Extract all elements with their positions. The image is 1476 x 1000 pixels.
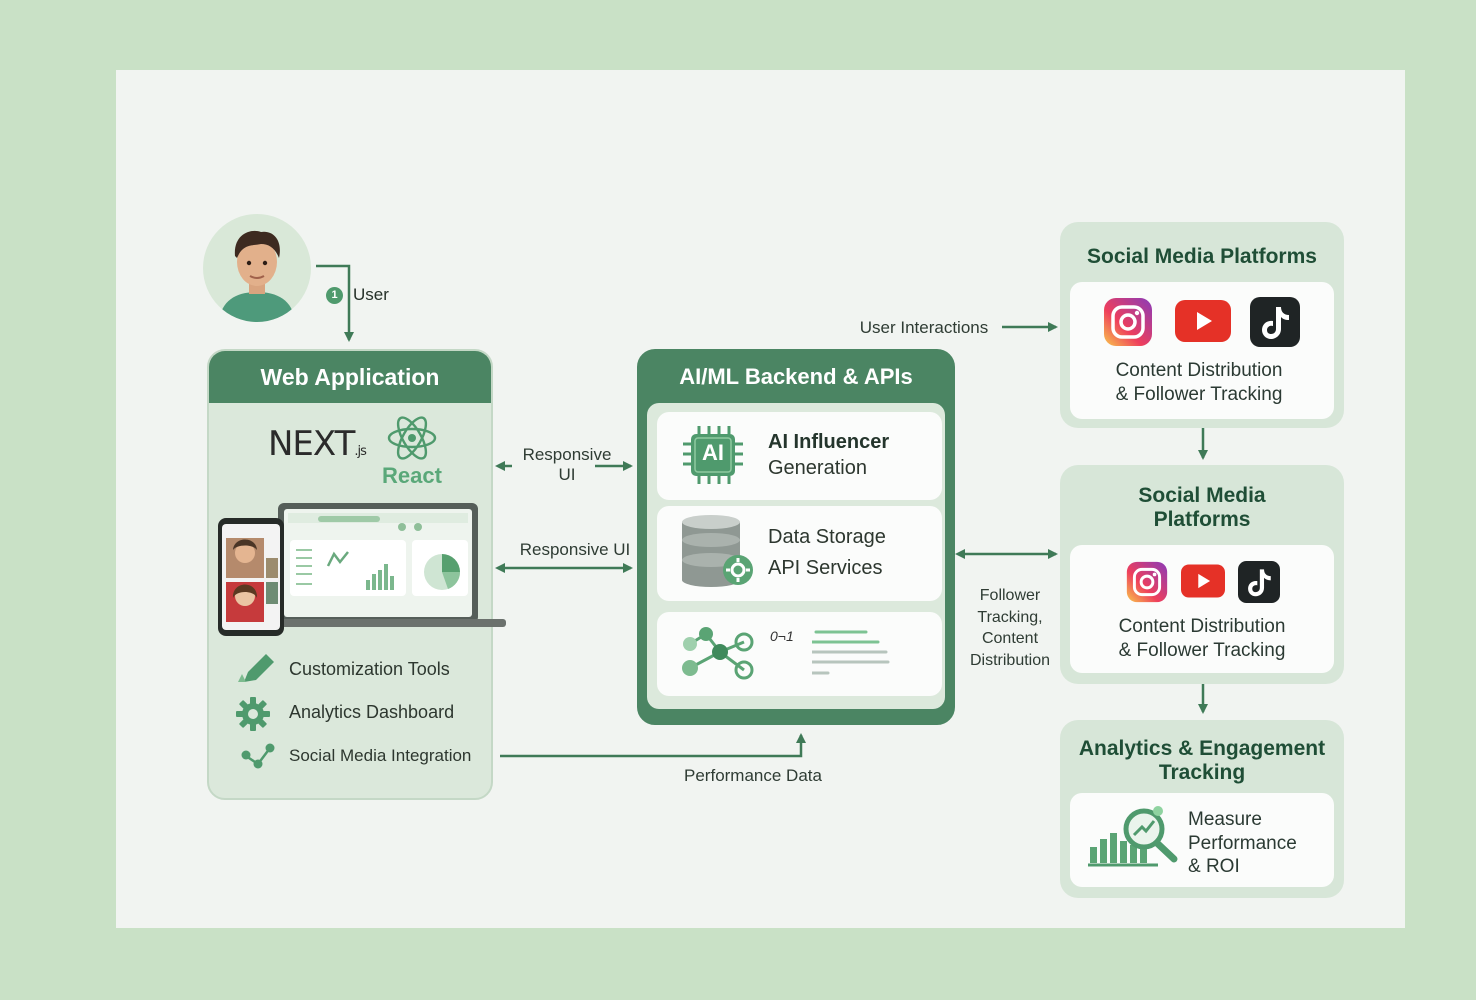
analytics-text-line1: Measure [1188,809,1262,830]
tiktok-icon [1238,561,1280,603]
social-platforms-title-mid: Social Media Platforms [1060,484,1344,532]
web-application-title: Web Application [209,351,491,403]
react-label: React [382,463,442,488]
label-follower-tracking: Follower Tracking, Content Distribution [958,585,1062,671]
service-ai-influencer-line2: Generation [768,457,867,479]
code-glyph: 0¬1 [770,628,794,644]
database-icon [682,515,753,587]
arrow-user-to-webapp [316,264,354,342]
nextjs-logo-text: NEXT [268,424,355,464]
arrow-performance-data [500,733,806,758]
share-icon [241,743,275,769]
social-platforms-title-mid-line1: Social Media [1138,484,1266,507]
service-data-storage-line1: Data Storage [768,526,886,548]
social-platforms-title-top: Social Media Platforms [1087,245,1317,268]
label-user-interactions: User Interactions [859,318,989,337]
network-graph-icon [682,627,754,680]
backend-title: AI/ML Backend & APIs [679,364,913,389]
label-follower-tracking-line2: Tracking, [977,608,1043,626]
label-responsive-ui-1-line2: UI [558,465,576,484]
nextjs-logo-suffix: .js [354,444,366,459]
analytics-title: Analytics & Engagement Tracking [1060,737,1344,785]
feature-customization-tools: Customization Tools [289,659,450,679]
youtube-icon [1175,300,1231,342]
social-platforms-text-mid-line1: Content Distribution [1118,616,1286,637]
analytics-title-line2: Tracking [1158,761,1246,784]
service-ai-influencer-line1: AI Influencer [768,431,890,453]
label-performance-data: Performance Data [684,766,822,785]
ai-chip-label: AI [702,440,724,465]
gear-icon [236,697,270,731]
ai-chip-icon [683,426,743,484]
feature-social-media-integration: Social Media Integration [289,746,472,765]
analytics-text-line3: & ROI [1188,856,1240,877]
feature-analytics-dashboard: Analytics Dashboard [289,702,455,722]
youtube-icon [1181,564,1225,598]
pencil-icon [238,654,274,682]
label-follower-tracking-line4: Distribution [969,651,1051,669]
user-label: User [353,285,389,304]
user-avatar [203,214,311,322]
code-lines-icon [812,630,890,675]
magnifier-chart-icon [1088,806,1178,867]
analytics-text-line2: Performance [1188,833,1297,854]
label-follower-tracking-line3: Content [981,630,1039,647]
nextjs-logo-icon: NEXT.js [268,424,367,464]
react-logo-icon [387,416,437,460]
label-responsive-ui-1: Responsive UI [512,445,622,485]
label-follower-tracking-line1: Follower [979,587,1041,604]
social-platforms-text-mid-line2: & Follower Tracking [1118,640,1286,661]
social-platforms-title-mid-line2: Platforms [1153,508,1251,531]
step-number-badge: 1 [326,287,343,304]
label-responsive-ui-1-line1: Responsive [522,445,612,464]
social-platforms-text-top-line2: & Follower Tracking [1115,384,1283,405]
analytics-title-line1: Analytics & Engagement [1078,737,1326,760]
label-responsive-ui-2: Responsive UI [519,540,631,559]
person-avatar-icon [219,230,295,322]
laptop-dashboard-icon [218,503,506,636]
instagram-icon [1126,561,1168,603]
service-data-storage-line2: API Services [768,557,883,579]
social-platforms-text-top-line1: Content Distribution [1115,360,1283,381]
tiktok-icon [1250,297,1300,347]
service-network-model [657,612,942,696]
instagram-icon [1104,298,1152,346]
